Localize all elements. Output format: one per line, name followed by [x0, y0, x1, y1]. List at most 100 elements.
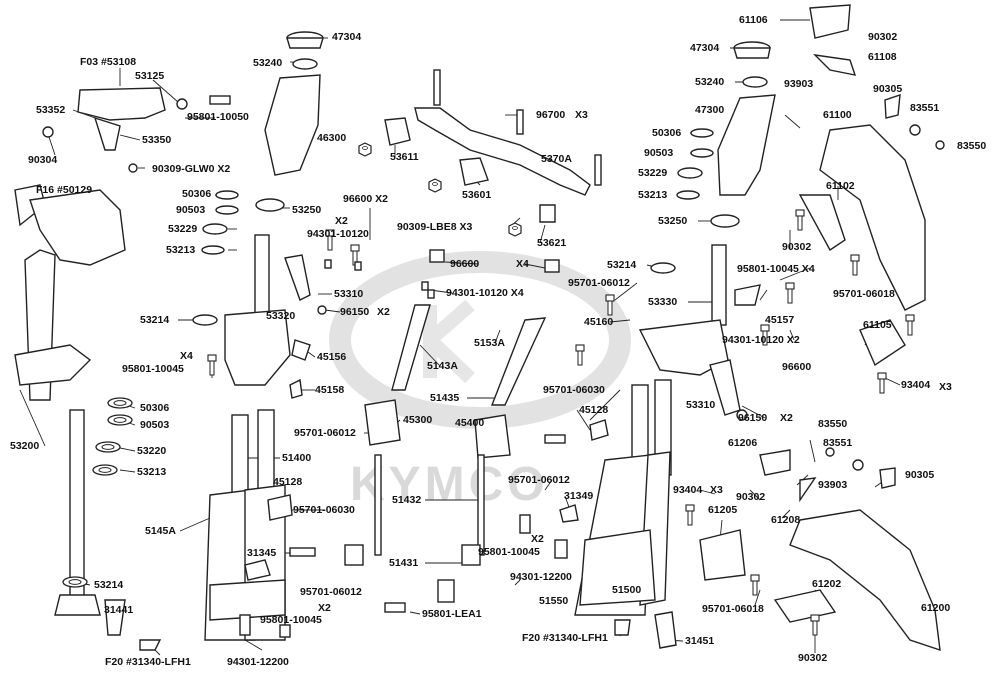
part-label: 50306	[652, 127, 682, 139]
part-label: 53240	[695, 76, 725, 88]
part-label: 90302	[782, 241, 812, 253]
part-label: F16 #50129	[36, 184, 93, 196]
part-label: 53213	[638, 189, 668, 201]
part-label: 61206	[728, 437, 758, 449]
part-label: 45400	[455, 417, 485, 429]
center-handle-assembly	[344, 69, 602, 613]
part-label: 90302	[736, 491, 766, 503]
part-label: 53229	[168, 223, 198, 235]
part-label: 50306	[140, 402, 170, 414]
part-label: 53352	[36, 104, 66, 116]
fender-assembly	[685, 4, 945, 652]
part-label: 95701-06030	[543, 384, 605, 396]
part-label: 95801-10050	[187, 111, 249, 123]
part-label: 95701-06012	[300, 586, 362, 598]
part-label: 90309-LBE8 X3	[397, 221, 473, 233]
part-label: 47300	[695, 104, 725, 116]
part-label: 53601	[462, 189, 492, 201]
part-label: 61108	[868, 51, 897, 63]
part-label: X3	[939, 381, 952, 393]
part-label: 61100	[823, 109, 852, 121]
part-label: 53310	[334, 288, 364, 300]
part-label: 95701-06012	[294, 427, 356, 439]
part-label: 31345	[247, 547, 277, 559]
part-label: 95701-06018	[833, 288, 895, 300]
part-label: 95801-10045	[122, 363, 184, 375]
right-lower-fork	[519, 379, 677, 649]
part-label: 61205	[708, 504, 738, 516]
part-label: 90305	[905, 469, 935, 481]
part-label: 5143A	[427, 360, 458, 372]
part-label: 96150	[738, 412, 768, 424]
part-label: 45128	[579, 404, 609, 416]
part-label: 94301-12200	[227, 656, 289, 668]
part-label: X2	[780, 412, 793, 424]
part-label: 90302	[798, 652, 828, 664]
part-label: 94301-10120	[307, 228, 369, 240]
part-label: 90503	[140, 419, 170, 431]
part-label: 53213	[166, 244, 196, 256]
part-label: 95701-06030	[293, 504, 355, 516]
part-label: 46300	[317, 132, 347, 144]
left-stem-assembly	[14, 87, 231, 651]
part-label: 5153A	[474, 337, 505, 349]
part-label: 45128	[273, 476, 303, 488]
part-label: X2	[318, 602, 331, 614]
part-label: 53310	[686, 399, 716, 411]
part-label: 83550	[957, 140, 987, 152]
part-label: 50306	[182, 188, 212, 200]
part-label: 53621	[537, 237, 567, 249]
part-label: X2	[335, 215, 348, 227]
part-label: 96150	[340, 306, 370, 318]
part-label: 95801-10045 X4	[737, 263, 815, 275]
part-label: 53213	[137, 466, 167, 478]
part-label: 93903	[818, 479, 848, 491]
part-label: 31451	[685, 635, 715, 647]
left-upper-fork	[192, 31, 362, 399]
part-label: 96600 X2	[343, 193, 388, 205]
part-label: 53330	[648, 296, 678, 308]
part-label: F03 #53108	[80, 56, 137, 68]
part-label: 95701-06018	[702, 603, 764, 615]
part-label: 90304	[28, 154, 58, 166]
right-upper-fork	[575, 41, 795, 421]
part-label: 45300	[403, 414, 433, 426]
part-label: 93404	[901, 379, 931, 391]
part-label: 95801-10045	[478, 546, 540, 558]
part-label: 61102	[826, 180, 855, 192]
part-label: X4	[180, 350, 193, 362]
part-label: 31349	[564, 490, 594, 502]
part-label: X3	[575, 109, 588, 121]
part-label: 45156	[317, 351, 347, 363]
part-label: 47304	[690, 42, 720, 54]
part-label: 53611	[390, 151, 419, 163]
part-label: 61106	[739, 14, 768, 26]
part-label: 96600	[782, 361, 812, 373]
part-label: 61105	[863, 319, 892, 331]
kymco-watermark: KYMCO	[329, 251, 631, 511]
part-label: 51431	[389, 557, 419, 569]
part-label: 94301-10120 X4	[446, 287, 524, 299]
part-label: 90309-GLW0 X2	[152, 163, 231, 175]
part-label: 31441	[104, 604, 134, 616]
part-label: 53125	[135, 70, 165, 82]
part-label: 93903	[784, 78, 814, 90]
part-label: 94301-10120 X2	[722, 334, 800, 346]
part-label: 53220	[137, 445, 167, 457]
part-label: 83550	[818, 418, 848, 430]
part-label: 61202	[812, 578, 842, 590]
part-label: 53250	[658, 215, 688, 227]
part-label: 95801-10045	[260, 614, 322, 626]
part-label: 53350	[142, 134, 172, 146]
part-label: 53229	[638, 167, 668, 179]
part-label: 45157	[765, 314, 795, 326]
part-label: 53320	[266, 310, 296, 322]
part-label: X3	[710, 484, 723, 496]
part-label: F20 #31340-LFH1	[105, 656, 191, 668]
part-label: 5370A	[541, 153, 572, 165]
part-label: 45158	[315, 384, 345, 396]
part-label: 53214	[94, 579, 124, 591]
part-label: 61208	[771, 514, 801, 526]
